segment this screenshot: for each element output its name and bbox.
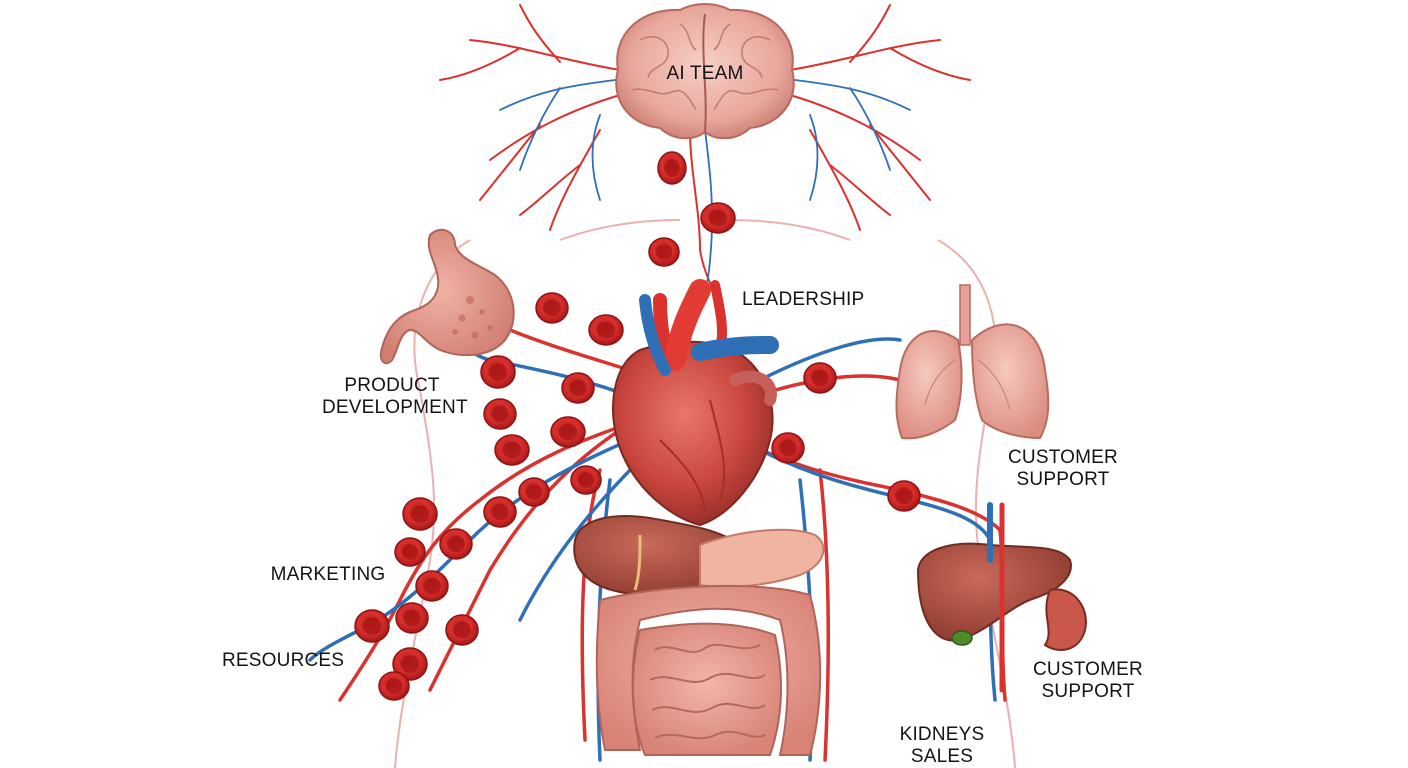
blood-cell-center bbox=[491, 503, 509, 521]
brain-veins bbox=[499, 79, 911, 331]
blood-cells bbox=[354, 151, 921, 701]
blood-cell-center bbox=[569, 379, 587, 397]
blood-cell-center bbox=[502, 441, 522, 459]
blood-cell-center bbox=[401, 544, 419, 560]
blood-cell-center bbox=[362, 617, 382, 635]
heart bbox=[612, 279, 779, 527]
blood-cell-center bbox=[453, 621, 471, 639]
blood-cell-center bbox=[558, 423, 578, 441]
label-resources: RESOURCES bbox=[222, 650, 345, 671]
stomach bbox=[379, 228, 515, 365]
small-intestine bbox=[632, 622, 783, 756]
blood-cell-center bbox=[664, 159, 680, 177]
liver-right bbox=[916, 542, 1072, 646]
label-marketing: MARKETING bbox=[270, 564, 386, 585]
label-customer-support-upper: CUSTOMER SUPPORT bbox=[1008, 447, 1118, 490]
large-intestine bbox=[595, 584, 822, 756]
brain bbox=[615, 3, 795, 140]
label-leadership: LEADERSHIP bbox=[742, 289, 865, 310]
label-kidneys-sales: KIDNEYS SALES bbox=[899, 724, 985, 767]
blood-cell-center bbox=[655, 244, 673, 260]
blood-cell-center bbox=[403, 609, 421, 627]
blood-cell-center bbox=[423, 577, 441, 595]
blood-cell-center bbox=[596, 321, 616, 339]
blood-cell-center bbox=[525, 484, 543, 500]
blood-cell-center bbox=[410, 505, 430, 523]
blood-cell-center bbox=[708, 209, 728, 227]
blood-cell-center bbox=[895, 487, 913, 505]
blood-cell-center bbox=[543, 299, 561, 317]
blood-cell-center bbox=[779, 439, 797, 457]
blood-cell-center bbox=[811, 369, 829, 387]
blood-cell-center bbox=[385, 678, 403, 694]
blood-cell-center bbox=[400, 655, 420, 673]
kidney bbox=[1043, 588, 1087, 651]
lungs bbox=[895, 284, 1050, 440]
pancreas bbox=[699, 528, 825, 588]
brain-arteries bbox=[439, 4, 971, 321]
blood-cell-center bbox=[577, 472, 595, 488]
blood-cell-center bbox=[491, 405, 509, 423]
gallbladder bbox=[951, 630, 973, 646]
label-customer-support-lower: CUSTOMER SUPPORT bbox=[1033, 659, 1143, 702]
blood-cell-center bbox=[488, 363, 508, 381]
blood-cell-center bbox=[447, 535, 465, 553]
label-product-development: PRODUCT DEVELOPMENT bbox=[322, 375, 468, 418]
label-ai-team: AI TEAM bbox=[666, 63, 744, 84]
